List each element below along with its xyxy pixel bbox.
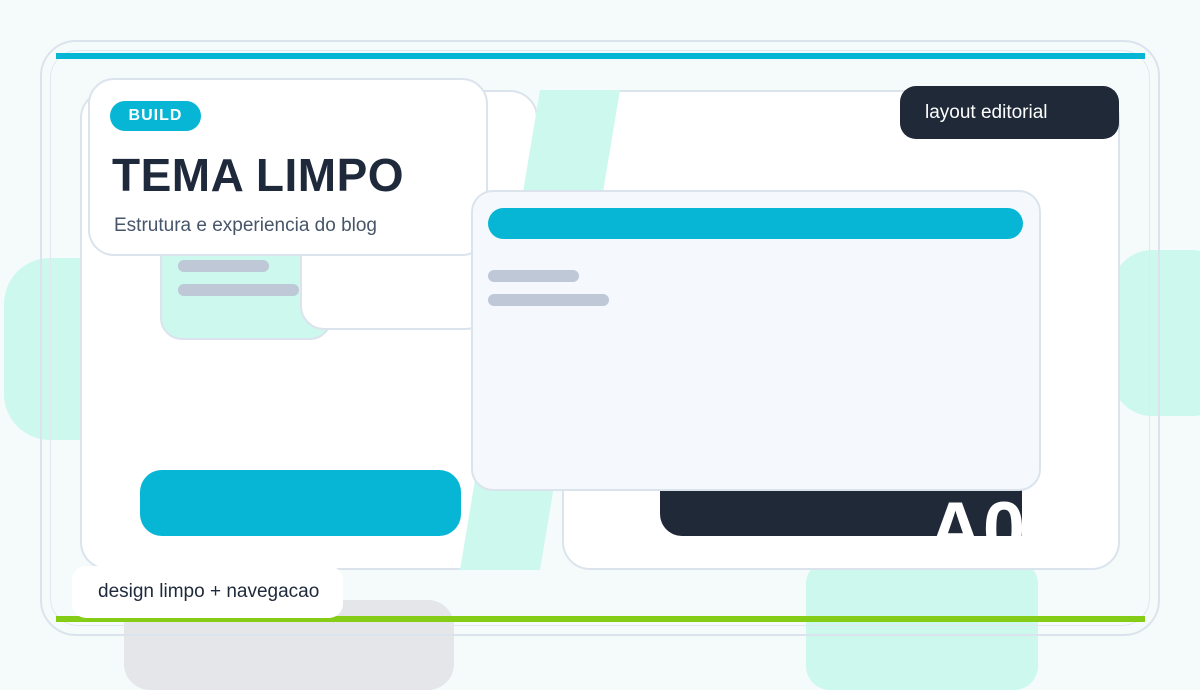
placeholder-line bbox=[488, 270, 579, 282]
page-title: TEMA LIMPO bbox=[112, 149, 405, 201]
top-accent-line bbox=[56, 53, 1145, 59]
dark-block-text: A0 bbox=[928, 487, 1022, 537]
design-navigation-chip: design limpo + navegacao bbox=[72, 566, 343, 618]
preview-header-bar bbox=[488, 208, 1023, 239]
hero-card bbox=[88, 78, 488, 256]
cta-button[interactable] bbox=[140, 470, 461, 536]
inner-frame bbox=[50, 50, 1150, 626]
background-blob-right bbox=[1112, 250, 1200, 416]
outer-frame bbox=[40, 40, 1160, 636]
preview-window bbox=[471, 190, 1041, 491]
placeholder-line bbox=[178, 260, 269, 272]
placeholder-line bbox=[178, 284, 299, 296]
layout-editorial-chip: layout editorial bbox=[900, 86, 1119, 139]
placeholder-line bbox=[488, 294, 609, 306]
bottom-accent-line bbox=[56, 616, 1145, 622]
build-badge: BUILD bbox=[110, 101, 201, 131]
page-subtitle: Estrutura e experiencia do blog bbox=[114, 215, 377, 236]
